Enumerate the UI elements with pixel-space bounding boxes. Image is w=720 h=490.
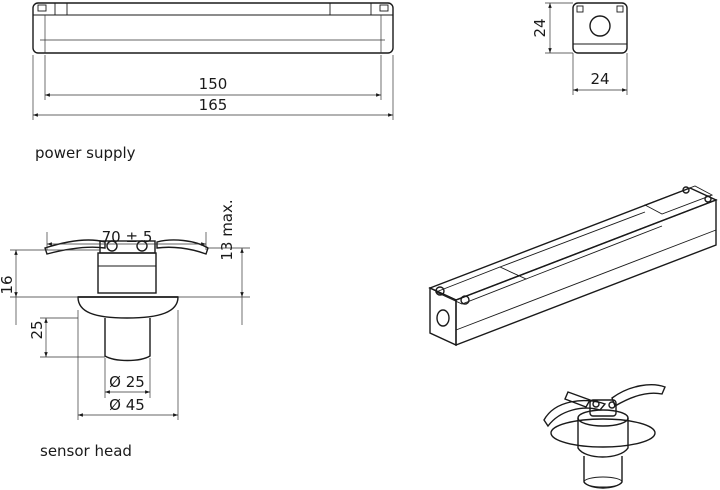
power-supply-caption: power supply bbox=[35, 144, 136, 162]
dim-height: 24 bbox=[531, 18, 549, 37]
sensor-head-caption: sensor head bbox=[40, 442, 132, 460]
dim-inner-length: 150 bbox=[199, 75, 228, 93]
power-supply-isometric bbox=[428, 185, 718, 347]
dim-outer-diameter: Ø 45 bbox=[109, 396, 145, 414]
sensor-head-side-view bbox=[44, 239, 209, 362]
dim-body-height: 25 bbox=[28, 320, 46, 339]
dim-inner-diameter: Ø 25 bbox=[109, 373, 145, 391]
end-view-dimensions: 24 24 bbox=[531, 2, 628, 95]
dim-max-height: 13 max. bbox=[218, 199, 236, 260]
dim-width: 24 bbox=[590, 70, 609, 88]
power-supply-side-view bbox=[32, 2, 394, 54]
dim-head-height: 16 bbox=[0, 275, 16, 294]
power-supply-end-view bbox=[572, 2, 628, 54]
dim-outer-length: 165 bbox=[199, 96, 228, 114]
sensor-head-dimensions: 70 ± 5 13 max. 16 25 Ø 25 Ø 45 bbox=[0, 199, 250, 420]
sensor-head-isometric bbox=[543, 384, 666, 489]
dim-bracket-span: 70 ± 5 bbox=[102, 228, 153, 246]
length-dimensions: 150 165 bbox=[32, 55, 394, 120]
